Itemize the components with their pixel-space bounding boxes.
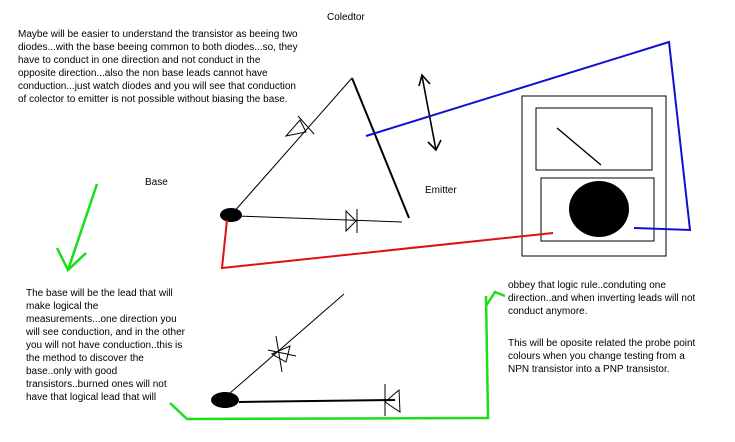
lower-diode-triangle bbox=[345, 209, 357, 233]
multimeter-dial bbox=[569, 181, 629, 237]
base-label: Base bbox=[145, 177, 168, 188]
emitter-label: Emitter bbox=[425, 185, 457, 196]
green-down-arrow-icon bbox=[55, 183, 99, 273]
double-arrow-icon bbox=[418, 73, 442, 152]
base-junction-dot bbox=[220, 208, 242, 222]
multimeter-display bbox=[535, 107, 653, 171]
base-to-collector-lead bbox=[231, 77, 353, 215]
green-lead-arrowhead-icon bbox=[484, 290, 506, 307]
lower-lower-diode-triangle bbox=[384, 388, 401, 413]
upper-diode-bar bbox=[297, 115, 315, 135]
lower-transistor bbox=[211, 293, 401, 416]
multimeter-body bbox=[521, 95, 667, 257]
npn-pnp-note: This will be oposite related the probe p… bbox=[508, 338, 696, 375]
meter-needle bbox=[556, 127, 602, 166]
logic-rule-note: obbey that logic rule..conduting one dir… bbox=[508, 280, 696, 317]
red-probe-lead bbox=[220, 219, 554, 270]
collector-label: Coledtor bbox=[327, 12, 365, 23]
base-explanation-note: The base will be the lead that will make… bbox=[26, 288, 185, 403]
upper-transistor bbox=[220, 77, 410, 233]
lower-upper-diode-bar bbox=[275, 335, 283, 373]
lower-upper-diode-mark bbox=[267, 349, 297, 357]
collector-to-emitter-lead bbox=[351, 77, 410, 219]
lower-base-junction-dot bbox=[211, 392, 239, 408]
multimeter-lower-panel bbox=[540, 177, 655, 242]
lower-base-to-collector-lead bbox=[229, 293, 345, 394]
upper-diode-triangle bbox=[284, 119, 307, 137]
multimeter bbox=[521, 95, 667, 257]
blue-probe-lead bbox=[365, 40, 692, 232]
intro-note: Maybe will be easier to understand the t… bbox=[18, 29, 298, 105]
green-probe-lead bbox=[169, 295, 490, 421]
base-to-emitter-lead bbox=[235, 215, 403, 223]
lower-base-to-emitter-lead bbox=[238, 399, 396, 403]
